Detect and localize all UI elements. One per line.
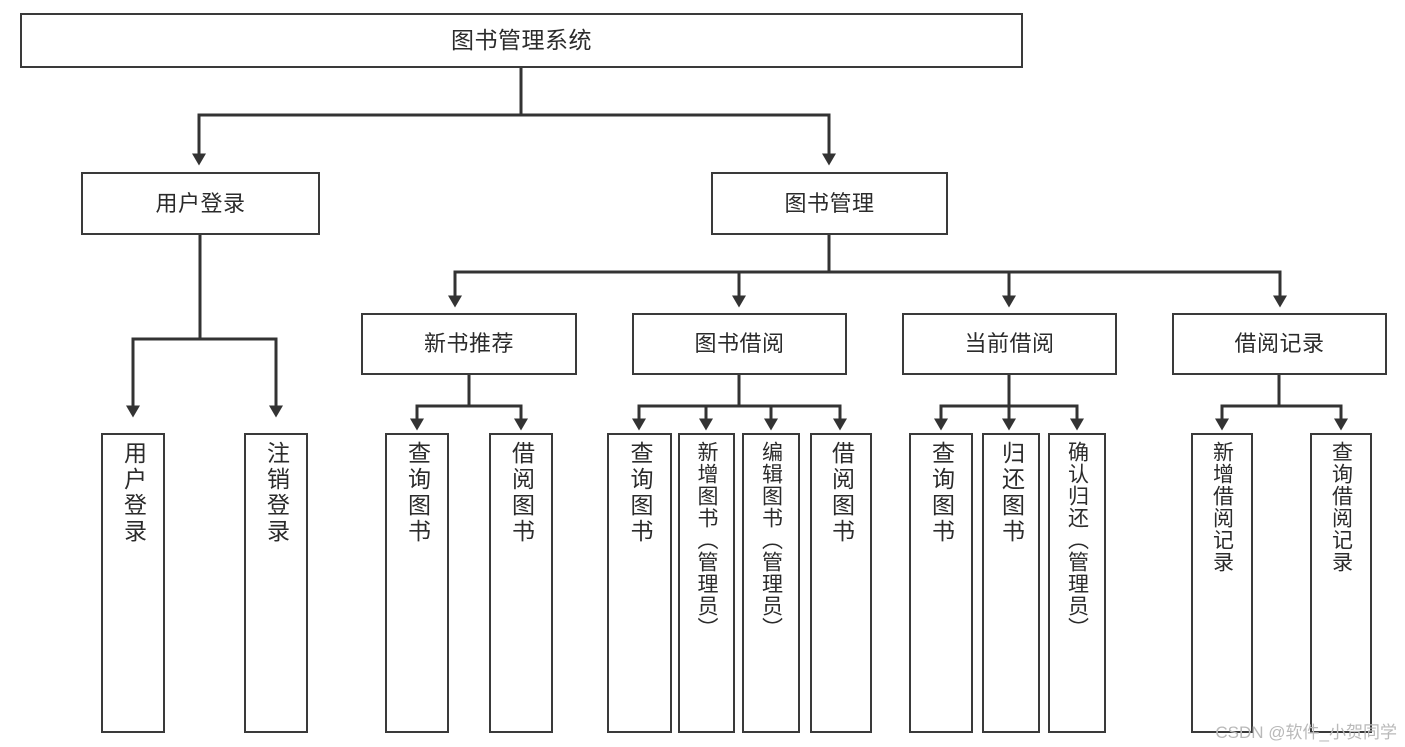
leaf-borrow-add-book-label: 新增图书（管理员） [695,441,718,639]
leaf-user-login-signin-label: 用户登录 [120,441,147,545]
leaf-record-add-label: 新增借阅记录 [1210,441,1234,573]
node-book-management-label: 图书管理 [784,190,875,216]
leaf-borrow-query-book[interactable]: 查询图书 [607,433,672,733]
leaf-user-login-signout-label: 注销登录 [263,441,290,545]
node-current-borrow[interactable]: 当前借阅 [902,313,1117,375]
leaf-current-confirm-return-label: 确认归还（管理员） [1065,441,1089,639]
leaf-new-book-borrow[interactable]: 借阅图书 [489,433,553,733]
leaf-borrow-edit-book[interactable]: 编辑图书（管理员） [742,433,800,733]
leaf-record-add[interactable]: 新增借阅记录 [1191,433,1253,733]
leaf-borrow-edit-book-label: 编辑图书（管理员） [759,441,783,639]
node-root-label: 图书管理系统 [451,26,592,53]
leaf-user-login-signin[interactable]: 用户登录 [101,433,165,733]
leaf-borrow-borrow-book-label: 借阅图书 [828,441,855,545]
leaf-current-confirm-return[interactable]: 确认归还（管理员） [1048,433,1106,733]
leaf-user-login-signout[interactable]: 注销登录 [244,433,308,733]
leaf-borrow-borrow-book[interactable]: 借阅图书 [810,433,872,733]
leaf-current-query-book[interactable]: 查询图书 [909,433,973,733]
leaf-current-query-book-label: 查询图书 [928,441,955,545]
leaf-record-query-label: 查询借阅记录 [1329,441,1353,573]
csdn-watermark: CSDN @软件_小贺同学 [1215,723,1397,742]
node-book-borrow[interactable]: 图书借阅 [632,313,847,375]
leaf-borrow-add-book[interactable]: 新增图书（管理员） [678,433,735,733]
node-book-borrow-label: 图书借阅 [694,331,785,357]
leaf-new-book-query-label: 查询图书 [404,441,431,545]
leaf-new-book-query[interactable]: 查询图书 [385,433,449,733]
node-root[interactable]: 图书管理系统 [20,13,1023,68]
leaf-record-query[interactable]: 查询借阅记录 [1310,433,1372,733]
node-user-login-label: 用户登录 [155,190,246,216]
node-user-login[interactable]: 用户登录 [81,172,320,235]
node-new-book-recommend-label: 新书推荐 [423,331,514,357]
leaf-current-return-book[interactable]: 归还图书 [982,433,1040,733]
node-borrow-record-label: 借阅记录 [1234,331,1325,357]
leaf-borrow-query-book-label: 查询图书 [627,441,653,545]
leaf-new-book-borrow-label: 借阅图书 [508,441,535,545]
leaf-current-return-book-label: 归还图书 [998,441,1025,545]
node-current-borrow-label: 当前借阅 [964,331,1055,357]
node-borrow-record[interactable]: 借阅记录 [1172,313,1387,375]
node-new-book-recommend[interactable]: 新书推荐 [361,313,577,375]
node-book-management[interactable]: 图书管理 [711,172,948,235]
